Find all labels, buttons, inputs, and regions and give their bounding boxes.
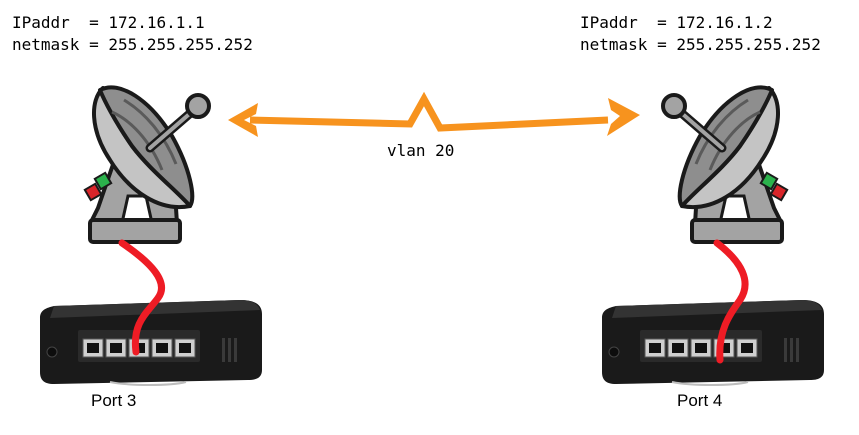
left-antenna-feed <box>185 93 211 119</box>
link-label: vlan 20 <box>387 141 455 160</box>
left-led-red-icon <box>83 182 103 202</box>
left-led-green-icon <box>93 171 113 191</box>
left-netmask-label: netmask = 255.255.255.252 <box>12 35 253 54</box>
wireless-link <box>228 91 640 137</box>
right-cable <box>713 239 749 364</box>
right-router-ports <box>644 338 758 358</box>
right-router <box>602 300 824 386</box>
left-ip-label: IPaddr = 172.16.1.1 <box>12 13 205 32</box>
left-port-label: Port 3 <box>91 391 137 410</box>
right-port-label: Port 4 <box>677 391 723 410</box>
right-antenna <box>661 85 789 244</box>
right-ip-label: IPaddr = 172.16.1.2 <box>580 13 773 32</box>
left-router <box>40 300 262 386</box>
left-antenna <box>83 85 211 244</box>
link-arrowhead-right <box>607 98 640 136</box>
link-bolt-line <box>249 91 609 132</box>
right-netmask-label: netmask = 255.255.255.252 <box>580 35 821 54</box>
left-cable <box>118 239 166 356</box>
link-arrowhead-left <box>228 103 258 137</box>
